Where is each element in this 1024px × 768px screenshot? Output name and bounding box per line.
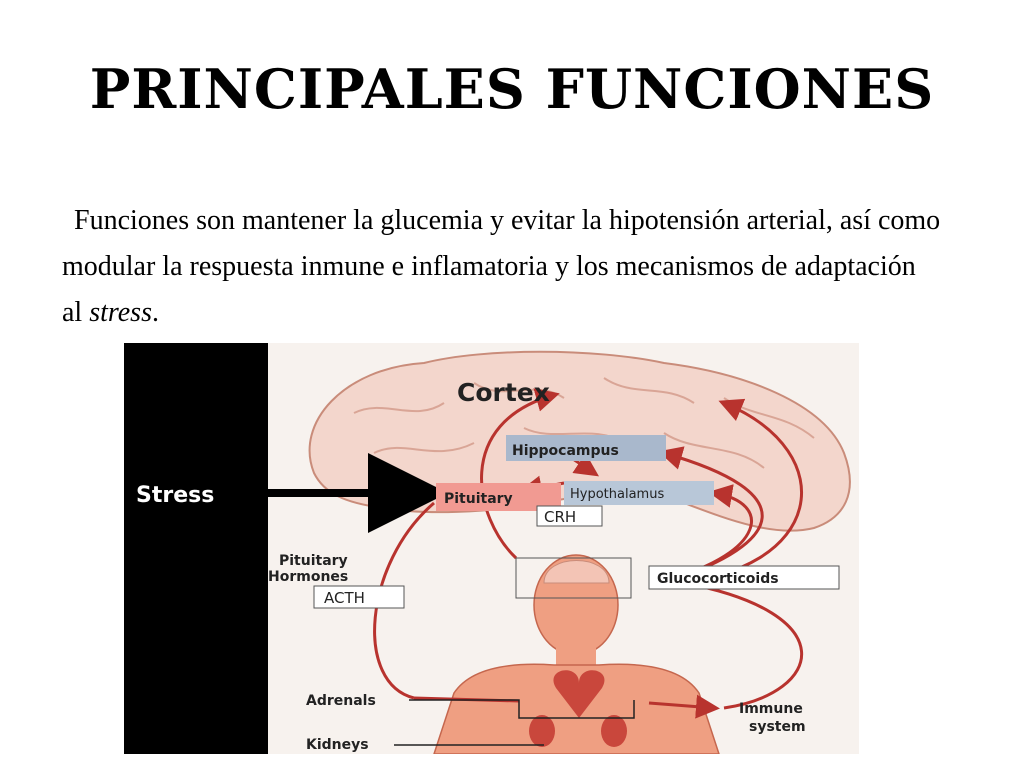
acth-box	[313, 585, 405, 609]
body-text-intro: Funciones son mantener la glucemia y evi…	[62, 205, 941, 328]
crh-box	[536, 505, 603, 527]
label-pituitary-hormones-1: Pituitary	[279, 553, 348, 569]
label-pituitary: Pituitary	[444, 491, 513, 507]
diagram-svg: Cortex Hippocampus Stress Pituitary Hypo…	[124, 343, 851, 754]
label-adrenals: Adrenals	[306, 693, 376, 709]
stress-axis-diagram: Cortex Hippocampus Stress Pituitary Hypo…	[124, 343, 859, 754]
label-cortex: Cortex	[457, 378, 550, 407]
hippocampus-box	[506, 435, 666, 461]
glucocorticoids-box	[648, 565, 840, 590]
brain-folds	[353, 377, 815, 469]
left-black-panel	[124, 343, 268, 754]
label-hippocampus: Hippocampus	[512, 443, 619, 459]
body-text-emphasis: stress	[89, 297, 152, 328]
brain-highlight-box	[515, 557, 632, 599]
label-hypothalamus: Hypothalamus	[570, 487, 664, 502]
label-crh: CRH	[544, 508, 576, 526]
label-immune-1: Immune	[739, 701, 803, 717]
hypothalamus-box	[564, 481, 714, 505]
human-body-illustration	[433, 554, 720, 754]
label-kidneys: Kidneys	[306, 737, 369, 753]
slide-title: PRINCIPALES FUNCIONES	[89, 57, 935, 121]
label-pituitary-hormones-2: Hormones	[268, 569, 348, 585]
label-stress: Stress	[136, 483, 214, 508]
label-immune-2: system	[749, 719, 806, 735]
slide-body-text: Funciones son mantener la glucemia y evi…	[62, 198, 942, 336]
label-acth: ACTH	[324, 589, 365, 607]
label-glucocorticoids: Glucocorticoids	[657, 571, 779, 587]
body-text-end: .	[151, 297, 159, 328]
pointer-lines	[394, 699, 635, 746]
